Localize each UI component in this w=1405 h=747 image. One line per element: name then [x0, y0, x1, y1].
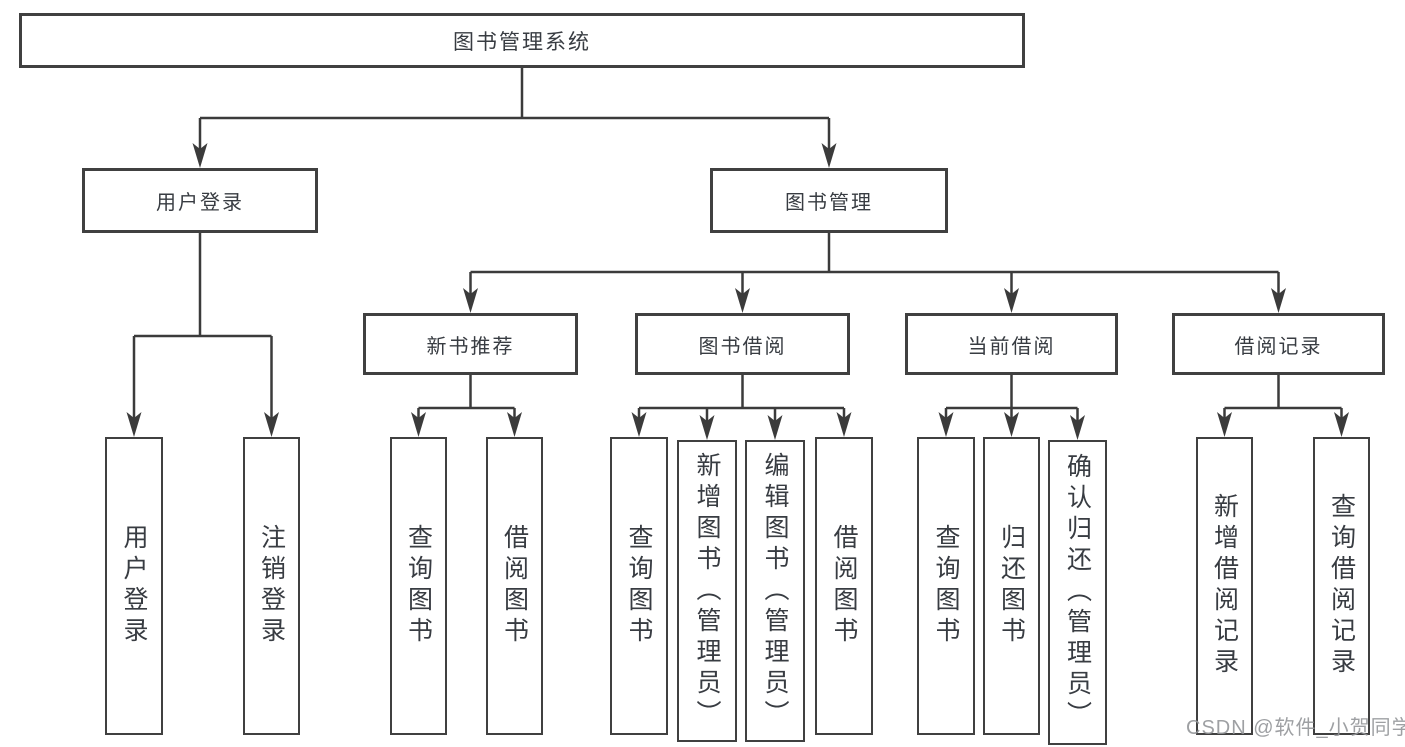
node-user-login: 用户登录	[82, 168, 318, 233]
leaf-borrow-books-recommend: 借阅图书	[486, 437, 543, 735]
node-book-management: 图书管理	[710, 168, 948, 233]
leaf-confirm-return-admin: 确认归还（管理员）	[1048, 440, 1107, 745]
edge-book-borrow-children	[637, 375, 846, 426]
edge-user-login-children	[132, 233, 273, 423]
leaf-borrow-books: 借阅图书	[815, 437, 873, 735]
arrow-down-icon	[836, 412, 852, 437]
leaf-query-books-borrow: 查询图书	[610, 437, 668, 735]
arrow-down-icon	[1070, 415, 1085, 440]
arrowhead-icons	[126, 143, 1349, 440]
arrow-down-icon	[411, 412, 426, 437]
node-current-borrowing: 当前借阅	[905, 313, 1118, 375]
arrow-down-icon	[1334, 412, 1349, 437]
edge-book-management-children	[469, 233, 1280, 299]
leaf-edit-book-admin: 编辑图书（管理员）	[745, 440, 805, 742]
arrow-down-icon	[192, 143, 208, 168]
node-borrowing-records: 借阅记录	[1172, 313, 1385, 375]
arrow-down-icon	[938, 412, 954, 437]
arrow-down-icon	[1004, 412, 1019, 437]
arrow-down-icon	[126, 412, 142, 437]
edge-borrow-record-children	[1223, 375, 1343, 423]
leaf-user-login: 用户登录	[105, 437, 163, 735]
arrow-down-icon	[463, 288, 478, 313]
edge-new-book-children	[417, 375, 516, 423]
leaf-add-borrow-record: 新增借阅记录	[1196, 437, 1253, 735]
leaf-logout: 注销登录	[243, 437, 300, 735]
leaf-query-books-recommend: 查询图书	[390, 437, 447, 735]
node-library-management-system: 图书管理系统	[19, 13, 1025, 68]
arrow-down-icon	[767, 415, 783, 440]
arrow-down-icon	[699, 415, 715, 440]
arrow-down-icon	[1271, 288, 1286, 313]
arrow-down-icon	[631, 412, 647, 437]
arrow-down-icon	[821, 143, 837, 168]
leaf-query-borrow-record: 查询借阅记录	[1313, 437, 1370, 735]
arrow-down-icon	[264, 412, 279, 437]
arrow-down-icon	[507, 412, 522, 437]
arrow-down-icon	[1004, 288, 1019, 313]
node-new-book-recommendation: 新书推荐	[363, 313, 578, 375]
leaf-query-books-current: 查询图书	[917, 437, 975, 735]
leaf-add-book-admin: 新增图书（管理员）	[677, 440, 737, 742]
csdn-watermark: CSDN @软件_小贺同学	[1186, 717, 1405, 739]
arrow-down-icon	[735, 288, 750, 313]
edge-root-to-level2	[198, 68, 831, 154]
edge-current-borrow-children	[944, 375, 1079, 426]
node-book-borrowing: 图书借阅	[635, 313, 850, 375]
arrow-down-icon	[1217, 412, 1232, 437]
leaf-return-books: 归还图书	[983, 437, 1040, 735]
